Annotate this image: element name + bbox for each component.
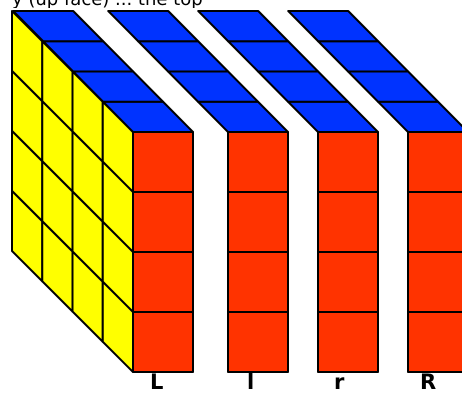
front-face-sticker xyxy=(133,192,193,252)
top-face-sticker xyxy=(108,11,198,41)
front-face-sticker xyxy=(408,192,462,252)
front-face-sticker xyxy=(318,132,378,192)
top-face-sticker xyxy=(378,102,462,132)
front-face-sticker xyxy=(318,192,378,252)
top-face-sticker xyxy=(288,102,378,132)
cube-slices xyxy=(12,11,462,372)
top-face-sticker xyxy=(228,41,318,71)
front-face-sticker xyxy=(228,252,288,312)
top-face-sticker xyxy=(348,72,438,102)
top-face-sticker xyxy=(138,41,228,71)
front-face-sticker xyxy=(228,312,288,372)
slice-label-R: R xyxy=(420,372,436,393)
slice-label-L: L xyxy=(150,372,163,393)
top-face-sticker xyxy=(258,72,348,102)
slice-label-r: r xyxy=(334,372,344,393)
front-face-sticker xyxy=(408,132,462,192)
slice-label-l: l xyxy=(247,372,254,393)
front-face-sticker xyxy=(408,312,462,372)
top-face-sticker xyxy=(318,41,408,71)
front-face-sticker xyxy=(133,312,193,372)
top-face-sticker xyxy=(198,102,288,132)
top-face-sticker xyxy=(198,11,288,41)
front-face-sticker xyxy=(133,132,193,192)
front-face-sticker xyxy=(228,192,288,252)
front-face-sticker xyxy=(318,252,378,312)
front-face-sticker xyxy=(133,252,193,312)
top-face-sticker xyxy=(168,72,258,102)
front-face-sticker xyxy=(408,252,462,312)
top-face-sticker xyxy=(288,11,378,41)
front-face-sticker xyxy=(318,312,378,372)
front-face-sticker xyxy=(228,132,288,192)
